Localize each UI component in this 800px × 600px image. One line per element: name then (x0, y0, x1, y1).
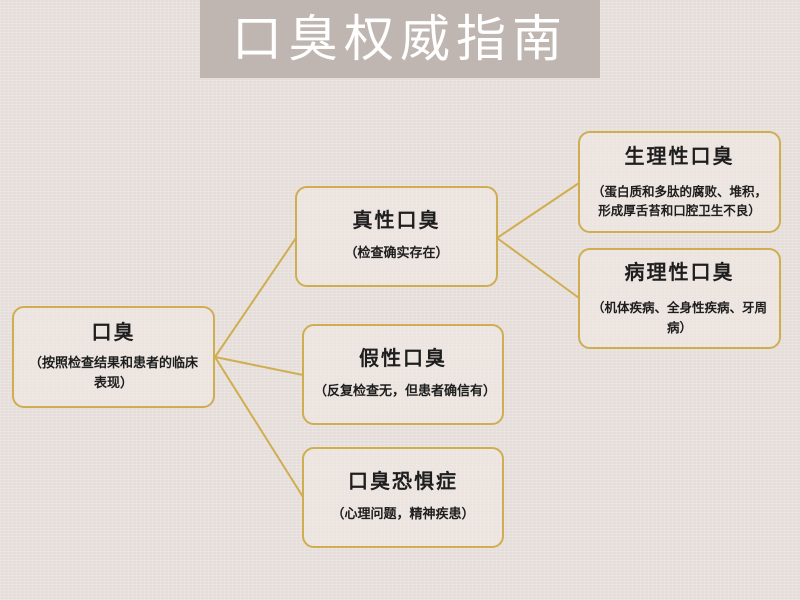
node-description: （反复检查无，但患者确信有） (314, 384, 497, 400)
node-description: （心理问题，精神疾患） (331, 507, 475, 523)
node-description: （机体疾病、全身性疾病、牙周病） (591, 300, 767, 335)
node-description: （按照检查结果和患者的临床表现） (28, 355, 198, 391)
node-pathological-halitosis: 病理性口臭 （机体疾病、全身性疾病、牙周病） (578, 248, 781, 349)
node-title: 假性口臭 (359, 346, 447, 371)
node-halitophobia: 口臭恐惧症 （心理问题，精神疾患） (302, 447, 504, 548)
page-title: 口臭权威指南 (232, 10, 568, 68)
node-halitosis-root: 口臭 （按照检查结果和患者的临床表现） (12, 306, 215, 408)
node-description: （检查确实存在） (344, 246, 449, 262)
connector-root-to-true (214, 237, 297, 358)
title-banner: 口臭权威指南 (200, 0, 600, 78)
node-physiological-halitosis: 生理性口臭 （蛋白质和多肽的腐败、堆积，形成厚舌苔和口腔卫生不良） (578, 131, 781, 233)
connector-root-to-phobia (214, 356, 304, 498)
node-title: 病理性口臭 (624, 260, 735, 285)
node-title: 真性口臭 (352, 208, 441, 233)
connector-true-to-physio (496, 182, 580, 239)
node-description: （蛋白质和多肽的腐败、堆积，形成厚舌苔和口腔卫生不良） (591, 183, 767, 218)
node-title: 口臭恐惧症 (348, 469, 458, 494)
node-true-halitosis: 真性口臭 （检查确实存在） (295, 186, 498, 287)
connector-root-to-pseudo (214, 356, 304, 376)
node-pseudo-halitosis: 假性口臭 （反复检查无，但患者确信有） (302, 324, 504, 425)
node-title: 口臭 (91, 319, 136, 344)
node-title: 生理性口臭 (624, 143, 735, 168)
connector-true-to-patho (496, 237, 580, 299)
